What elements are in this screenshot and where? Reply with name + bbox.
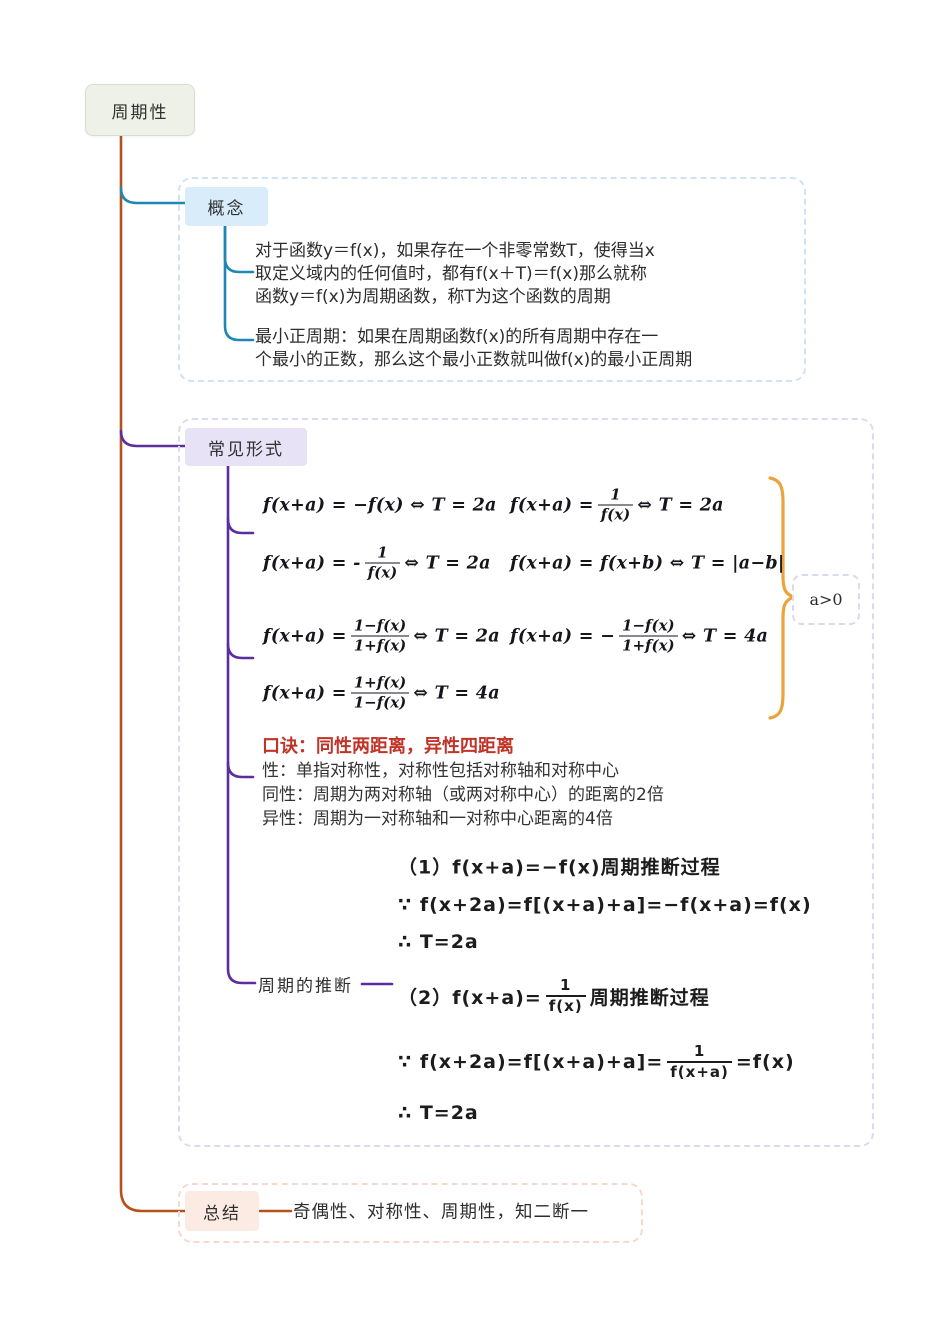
formula-text: （2）f(x+a)= (398, 986, 542, 1009)
formula-text: ⇔ T = 2a (413, 626, 500, 646)
mnemonic-title: 口诀：同性两距离，异性四距离 (262, 736, 514, 757)
formula-text: =f(x) (735, 1051, 795, 1073)
derivation-line-1: （1）f(x+a)=−f(x)周期推断过程 (398, 853, 721, 880)
derivation-line-6: ∴ T=2a (398, 1102, 479, 1124)
formula-row-3: f(x+a) =1−f(x)1+f(x)⇔ T = 2a f(x+a) = −1… (263, 618, 769, 654)
formula-text: f(x+a) = −f(x) ⇔ T = 2a (263, 495, 497, 515)
fraction: 1−f(x)1+f(x) (619, 618, 678, 654)
concept-label: 概念 (207, 199, 246, 219)
formula-f6: f(x+a) = −1−f(x)1+f(x)⇔ T = 4a (510, 618, 769, 654)
formula-text: ⇔ T = 2a (404, 553, 491, 573)
concept-min-period-line: 个最小的正数，那么这个最小正数就叫做f(x)的最小正周期 (255, 350, 693, 370)
formula-text: f(x+a) = (263, 626, 347, 646)
formula-row-4: f(x+a) =1+f(x)1−f(x)⇔ T = 4a (263, 675, 510, 711)
condition-a-positive-node[interactable]: a>0 (792, 574, 860, 625)
concept-node[interactable]: 概念 (185, 187, 268, 226)
fraction: 1+f(x)1−f(x) (350, 675, 410, 711)
formula-f7: f(x+a) =1+f(x)1−f(x)⇔ T = 4a (263, 675, 500, 711)
concept-definition-line: 取定义域内的任何值时，都有f(x＋T)＝f(x)那么就称 (255, 264, 648, 284)
derivation-line-3: ∴ T=2a (398, 931, 479, 953)
concept-definition-line: 函数y＝f(x)为周期函数，称T为这个函数的周期 (255, 287, 611, 307)
formula-text: （1）f(x+a)=−f(x)周期推断过程 (398, 856, 721, 879)
formula-text: f(x+a) = (510, 495, 594, 515)
formula-f1: f(x+a) = −f(x) ⇔ T = 2a (263, 495, 497, 515)
formula-text: ∴ T=2a (398, 1102, 479, 1124)
root-label: 周期性 (111, 102, 169, 123)
branch-concept (119, 186, 188, 205)
summary-node[interactable]: 总结 (185, 1191, 259, 1231)
mnemonic-line: 异性：周期为一对称轴和一对称中心距离的4倍 (262, 809, 613, 829)
formula-text: ⇔ T = 4a (413, 683, 500, 703)
derivation-line-2: ∵ f(x+2a)=f[(x+a)+a]=−f(x+a)=f(x) (398, 894, 812, 916)
formula-text: ∵ f(x+2a)=f[(x+a)+a]= (398, 1051, 664, 1073)
condition-label: a>0 (809, 590, 843, 609)
formula-text: f(x+a) = (263, 683, 347, 703)
formula-text: ∵ f(x+2a)=f[(x+a)+a]=−f(x+a)=f(x) (398, 894, 812, 916)
formula-text: ⇔ T = 2a (637, 495, 724, 515)
concept-definition-text: 对于函数y＝f(x)，如果存在一个非零常数T，使得当x 取定义域内的任何值时，都… (255, 240, 655, 309)
mnemonic-line: 同性：周期为两对称轴（或两对称中心）的距离的2倍 (262, 785, 664, 805)
deduction-label: 周期的推断 (258, 976, 353, 997)
formula-text: ⇔ T = 4a (681, 626, 769, 646)
branch-forms (119, 429, 188, 448)
mnemonic-block: 口诀：同性两距离，异性四距离 性：单指对称性，对称性包括对称轴和对称中心 同性：… (262, 735, 664, 831)
concept-section-container (178, 177, 806, 382)
formula-text: 周期推断过程 (589, 986, 710, 1009)
root-node-periodicity[interactable]: 周期性 (85, 84, 195, 136)
forms-node[interactable]: 常见形式 (185, 428, 307, 466)
summary-label: 总结 (203, 1203, 241, 1224)
formula-text: f(x+a) = f(x+b) ⇔ T = |a−b| (510, 553, 785, 573)
concept-min-period-text: 最小正周期：如果在周期函数f(x)的所有周期中存在一 个最小的正数，那么这个最小… (255, 326, 692, 372)
forms-section-container (178, 418, 874, 1147)
summary-text: 奇偶性、对称性、周期性，知二断一 (293, 1202, 589, 1223)
forms-label: 常见形式 (208, 439, 284, 460)
deduction-node[interactable]: 周期的推断 (258, 972, 353, 997)
summary-section-container (178, 1183, 643, 1243)
formula-f5: f(x+a) =1−f(x)1+f(x)⇔ T = 2a (263, 618, 500, 654)
formula-f4: f(x+a) = f(x+b) ⇔ T = |a−b| (510, 553, 785, 573)
formula-text: f(x+a) = - (263, 553, 361, 573)
fraction: 1−f(x)1+f(x) (350, 618, 410, 654)
concept-min-period-line: 最小正周期：如果在周期函数f(x)的所有周期中存在一 (255, 327, 659, 347)
mnemonic-line: 性：单指对称性，对称性包括对称轴和对称中心 (262, 761, 619, 781)
formula-text: ∴ T=2a (398, 931, 479, 953)
spine-root-to-summary (119, 132, 188, 1213)
concept-definition-line: 对于函数y＝f(x)，如果存在一个非零常数T，使得当x (255, 241, 655, 261)
formula-text: f(x+a) = − (510, 626, 616, 646)
